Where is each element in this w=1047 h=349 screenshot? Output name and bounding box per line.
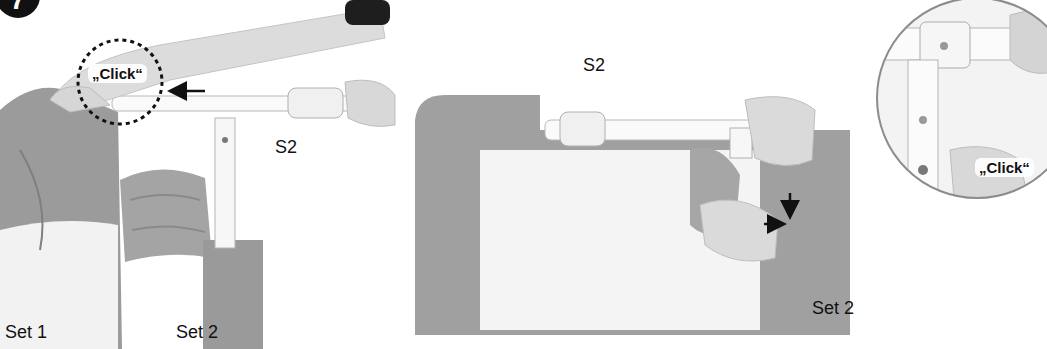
part-label: S2 [583,55,605,76]
fabric-flap [120,169,212,262]
rivet [919,116,927,124]
part-label: S2 [275,137,297,158]
set-label: Set 2 [176,322,218,343]
set-label: Set 2 [812,298,854,319]
forearm [55,8,385,108]
frame-pole [215,118,235,248]
step-circle [0,0,40,18]
bar-joint [288,88,343,118]
rivet [940,42,948,50]
middle-photo [415,95,850,335]
sleeve [345,0,390,25]
click-callout-text: „Click“ [88,64,147,83]
detail-callout: „Click“ [877,0,1047,198]
step-number-text: 7 [10,0,26,16]
bar-joint [560,112,605,146]
inset-circle [877,0,1047,198]
hand [700,200,778,261]
dashed-circle [78,40,162,124]
top-bar [112,96,387,111]
hand [745,97,815,166]
set-label: Set 1 [5,322,47,343]
left-photo [0,0,395,349]
detail-callout-text: „Click“ [975,158,1034,177]
step-number: 7 [0,0,40,18]
flap-fold [130,195,205,232]
fabric-fold [20,150,43,250]
click-callout: „Click“ [76,38,164,126]
direction-arrow [764,223,782,226]
mesh-panel [0,221,118,349]
detail-inset [870,0,1047,210]
direction-arrow [172,90,205,93]
pole-button [918,165,928,175]
hand [950,147,1030,210]
pole-button [222,137,228,143]
hand [345,80,395,126]
fabric-cover [0,88,122,349]
direction-arrow [789,193,792,215]
bar-end [730,128,752,158]
